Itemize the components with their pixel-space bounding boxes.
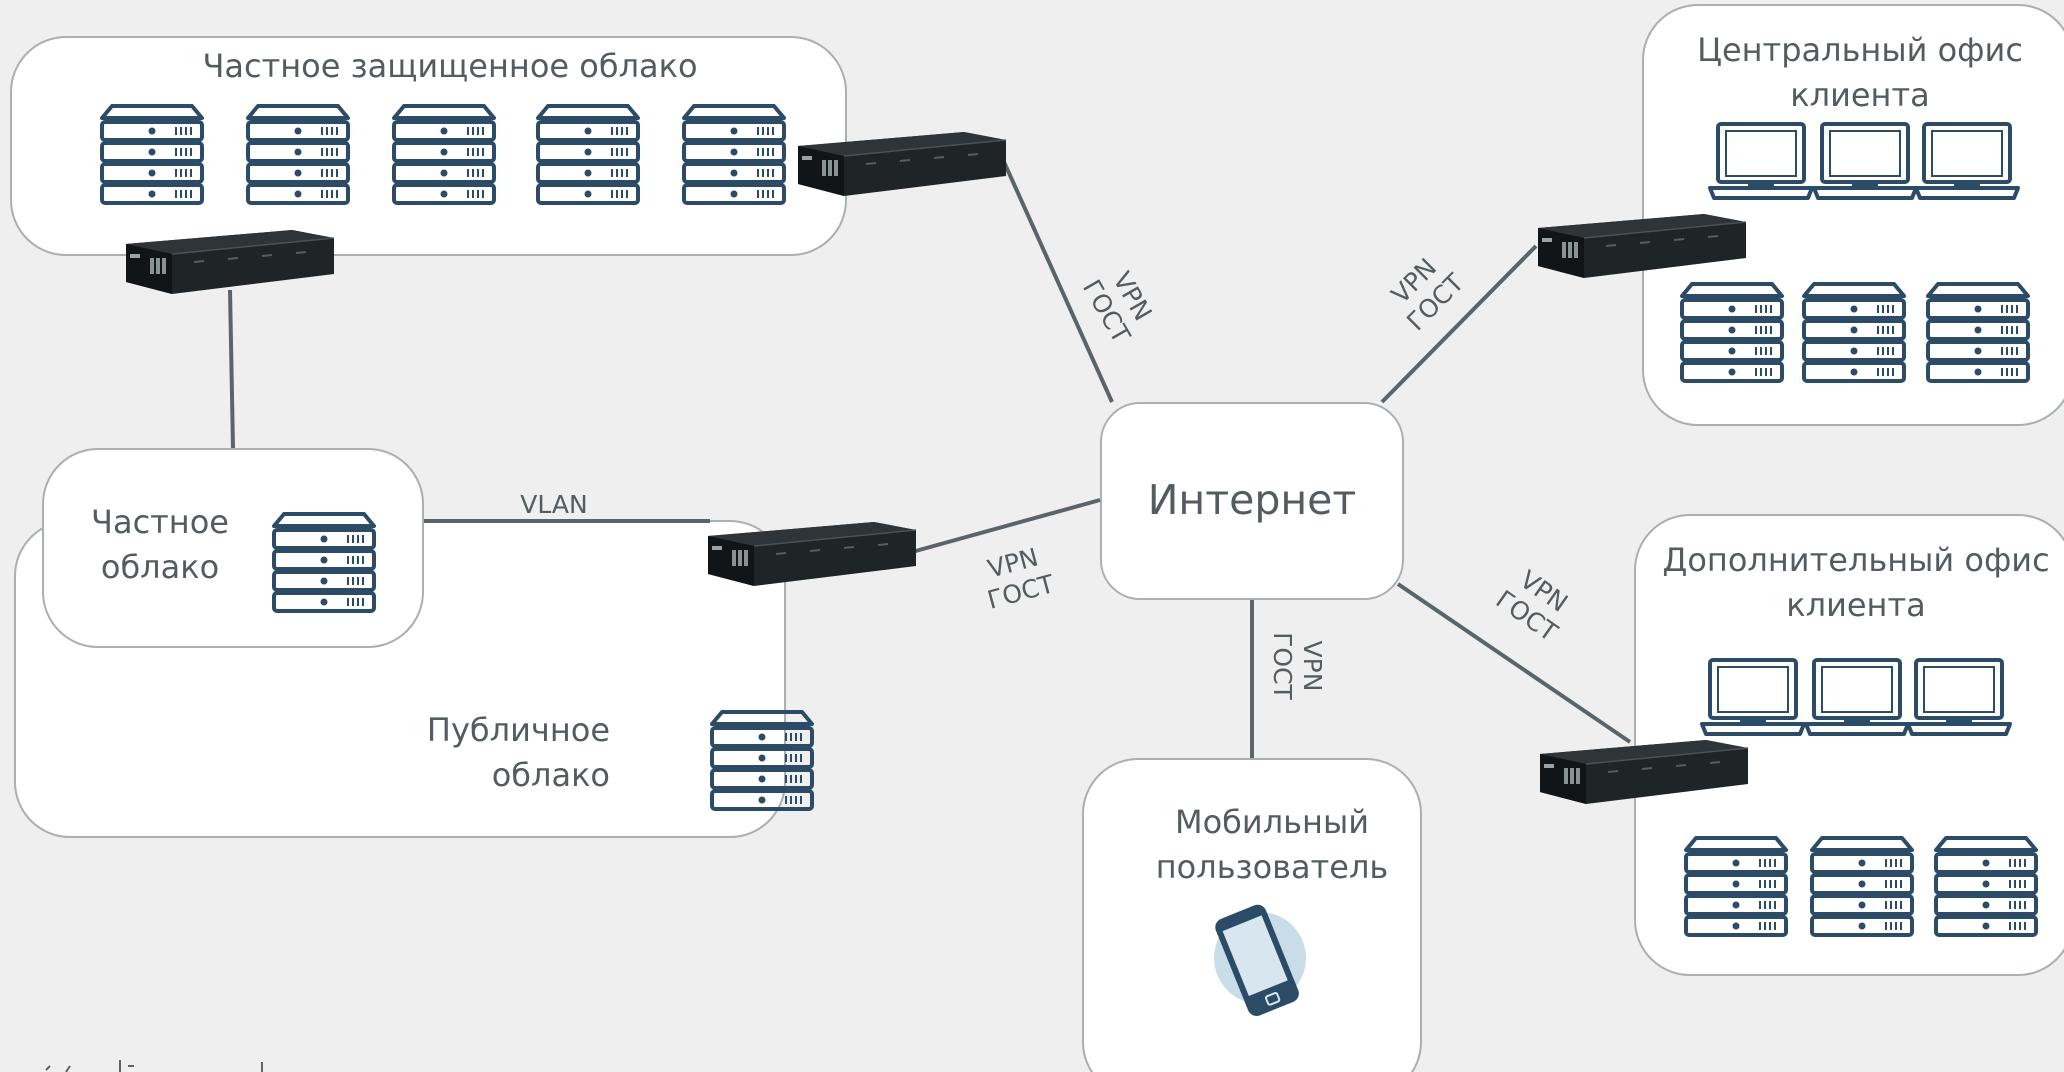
server-rack-icon [682, 104, 786, 208]
link-public-cloud-to-internet [911, 498, 1101, 554]
link-secure-cloud-to-internet [1002, 161, 1114, 403]
internet-zone [1100, 402, 1404, 600]
crypto-gateway-appliance-icon [796, 130, 1008, 200]
vlan-label: VLAN [520, 490, 588, 519]
crypto-gateway-appliance-icon [1536, 212, 1748, 282]
server-rack-icon [1680, 282, 1784, 386]
server-rack-icon [1934, 836, 2038, 940]
server-rack-icon [100, 104, 204, 208]
private-secure-cloud-label: Частное защищенное облако [202, 47, 698, 85]
laptop-icon [1700, 658, 1806, 736]
laptop-icon [1914, 122, 2020, 200]
bottom-legend-fragment [45, 1060, 263, 1072]
server-rack-icon [710, 710, 814, 814]
laptop-icon [1708, 122, 1814, 200]
crypto-gateway-appliance-icon [706, 520, 918, 590]
server-rack-icon [246, 104, 350, 208]
link-internet-to-extra-office [1396, 582, 1632, 744]
server-rack-icon [536, 104, 640, 208]
server-rack-icon [392, 104, 496, 208]
internet-label: Интернет [1147, 476, 1357, 524]
link-internet-to-central-office [1380, 244, 1538, 404]
server-rack-icon [1926, 282, 2030, 386]
server-rack-icon [1684, 836, 1788, 940]
server-rack-icon [1810, 836, 1914, 940]
crypto-gateway-appliance-icon [124, 228, 336, 298]
private-secure-cloud-zone [10, 36, 847, 256]
laptop-icon [1804, 658, 1910, 736]
smartphone-icon [1202, 900, 1312, 1020]
crypto-gateway-appliance-icon [1538, 738, 1750, 808]
public-cloud-label: Публичное облако [426, 711, 610, 794]
mobile-user-label: Мобильный пользователь [1155, 803, 1389, 886]
laptop-icon [1906, 658, 2012, 736]
central-office-label: Центральный офис клиента [1697, 31, 2023, 114]
server-rack-icon [272, 512, 376, 616]
central-office-zone [1642, 4, 2064, 426]
private-cloud-label: Частное облако [91, 503, 229, 586]
server-rack-icon [1802, 282, 1906, 386]
laptop-icon [1812, 122, 1918, 200]
link-secure-cloud-to-private-cloud [228, 289, 235, 449]
extra-office-label: Дополнительный офис клиента [1662, 541, 2050, 624]
